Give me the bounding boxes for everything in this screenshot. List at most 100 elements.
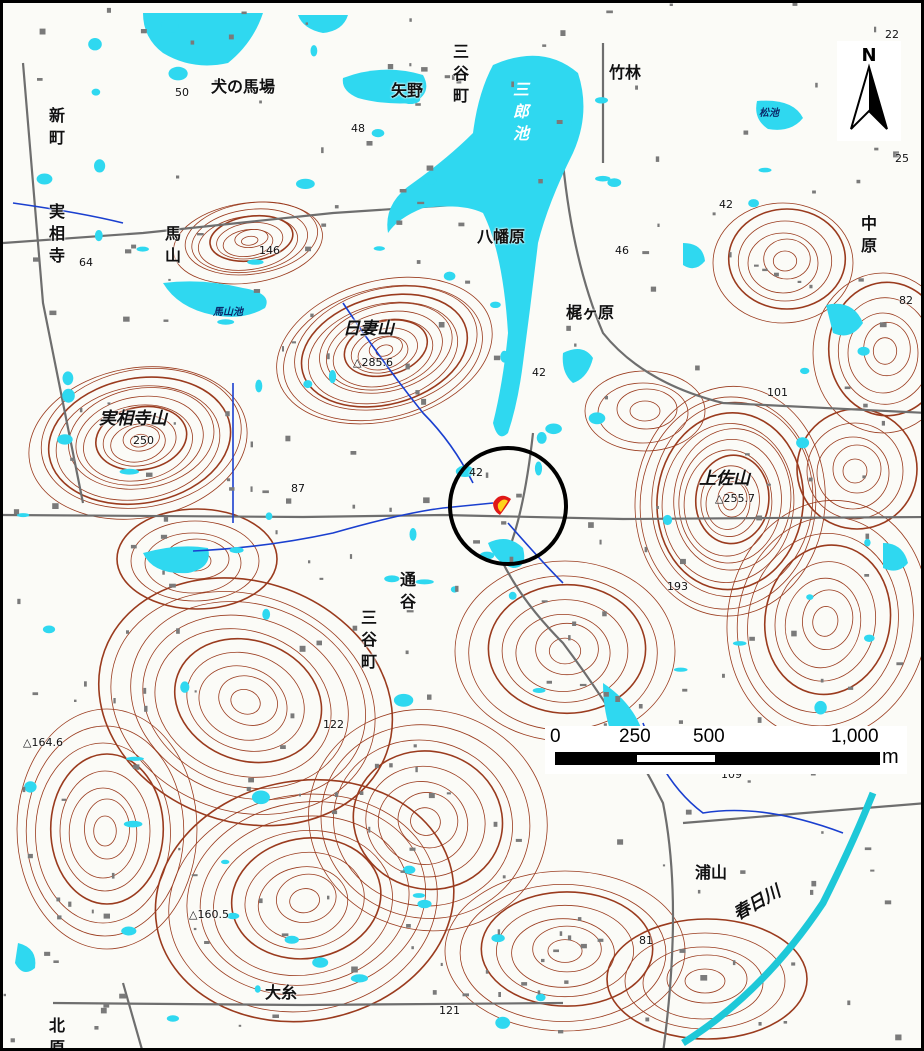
building (700, 975, 708, 981)
building (809, 284, 813, 289)
building (421, 67, 428, 72)
contour-line (230, 837, 382, 960)
contour-line (515, 614, 611, 693)
contour-line (368, 336, 403, 360)
building (485, 970, 489, 974)
building (580, 943, 587, 949)
contour-line (837, 297, 921, 405)
pond (536, 432, 547, 444)
building (321, 147, 324, 154)
building (493, 355, 501, 361)
contour-line (774, 561, 877, 682)
contour-line (95, 405, 188, 472)
building (682, 688, 688, 692)
contour-line (683, 449, 773, 557)
pond (495, 1016, 511, 1029)
pond (121, 926, 137, 936)
pond (57, 434, 73, 445)
building (856, 179, 861, 184)
building (411, 946, 414, 950)
building (106, 7, 111, 13)
pond (310, 45, 318, 57)
building (334, 205, 339, 209)
building (597, 938, 604, 942)
elev-42b: 42 (532, 366, 546, 379)
building (874, 147, 879, 151)
building (758, 1022, 762, 1026)
building (49, 310, 57, 316)
pond (350, 974, 368, 983)
pond (126, 756, 144, 761)
pond (588, 412, 606, 425)
contour-line (84, 798, 130, 860)
building (797, 280, 802, 283)
pond (217, 319, 235, 325)
contour-line (319, 302, 453, 394)
contour-line (16, 708, 198, 950)
pond (758, 167, 772, 173)
pond (255, 379, 263, 393)
building (197, 233, 204, 236)
pond (373, 246, 385, 251)
kasuga-river (681, 791, 877, 1046)
building (409, 63, 412, 67)
contour-line (173, 637, 323, 764)
elev-146: 146 (259, 244, 280, 257)
building (462, 993, 469, 997)
north-letter: N (861, 45, 877, 66)
building (577, 917, 582, 921)
contour-line (186, 651, 305, 752)
building (305, 246, 311, 252)
contour-line (130, 601, 366, 801)
pond (409, 528, 417, 541)
building (588, 522, 594, 528)
building (874, 26, 877, 33)
building (291, 341, 296, 344)
building (438, 322, 445, 328)
pond (166, 1015, 179, 1022)
pond (500, 350, 509, 363)
label-takebayashi: 竹林 (609, 63, 642, 82)
building (281, 933, 289, 937)
contour-line (487, 583, 647, 715)
building (879, 322, 887, 328)
building (44, 951, 51, 956)
building (762, 268, 768, 272)
building (136, 764, 140, 770)
pond (403, 865, 416, 874)
site-marker (448, 446, 568, 566)
pond (36, 173, 53, 185)
elev-81: 81 (639, 934, 653, 947)
pond (490, 301, 501, 308)
contour-line (832, 444, 882, 494)
building (521, 982, 528, 986)
building (858, 278, 864, 282)
building (432, 990, 437, 995)
pond (136, 246, 149, 252)
contour-line (222, 228, 274, 258)
building (37, 78, 43, 81)
building (285, 435, 291, 442)
building (253, 289, 261, 293)
elev-193: 193 (667, 580, 688, 593)
building (501, 521, 507, 525)
elev-46: 46 (615, 244, 629, 257)
building (238, 1024, 242, 1027)
contour-line (49, 753, 165, 905)
contour-line (218, 675, 278, 726)
building (864, 574, 870, 577)
building (350, 451, 357, 455)
scale-unit: m (882, 746, 899, 768)
building (473, 540, 480, 544)
building (498, 992, 501, 997)
building (126, 630, 129, 634)
building (387, 64, 394, 70)
building (426, 165, 434, 171)
pond (415, 579, 434, 585)
contour-line (717, 481, 748, 518)
contour-line (872, 337, 898, 365)
contour-line (55, 385, 221, 501)
building (176, 175, 180, 179)
building (745, 453, 750, 456)
